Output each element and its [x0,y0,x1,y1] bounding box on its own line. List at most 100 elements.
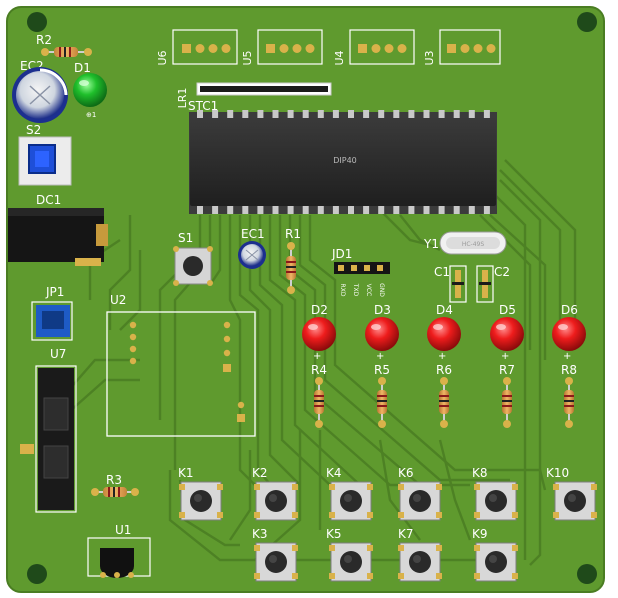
dip40-pin [363,205,370,214]
k6-cap[interactable] [409,490,431,512]
led-d1: D1 ⊕1 [73,61,107,119]
d2-led [302,317,336,351]
stc1-label: STC1 [188,99,218,113]
s1-cap[interactable] [183,256,203,276]
u3-pad [460,44,470,53]
k5-cap[interactable] [340,551,362,573]
resistor-r3: R3 [91,473,139,497]
dip40-pin [257,205,264,214]
led-d2: D2 + [302,303,336,362]
jd1-pin-gnd: GND [378,283,385,297]
u2-outline [106,311,256,437]
c2-label: C2 [494,265,510,279]
mounting-hole [27,564,47,584]
k10-cap[interactable] [564,490,586,512]
k9-cap[interactable] [485,551,507,573]
module-u6: U6 [156,29,238,66]
d6-plus: + [563,351,571,362]
dc1-label: DC1 [36,193,61,207]
s2-label: S2 [26,123,41,137]
u6-label: U6 [156,50,169,65]
mounting-hole [577,564,597,584]
dc1-body [8,208,104,262]
jd1-body [334,262,390,274]
connector-jp1: JP1 [31,285,73,341]
d2-plus: + [313,351,321,362]
button-k3[interactable]: K3 [252,527,298,582]
dip40-pin [438,205,445,214]
button-k7[interactable]: K7 [398,527,442,582]
u1-body [100,548,134,578]
u4-pad [371,44,381,53]
d3-label: D3 [374,303,391,317]
u6-pad [182,44,191,53]
k1-cap[interactable] [190,490,212,512]
u5-pad [305,44,315,53]
k4-label: K4 [326,466,342,480]
dip40-body [190,118,496,206]
button-k9[interactable]: K9 [472,527,518,582]
button-k6[interactable]: K6 [398,466,442,521]
d1-pin-label: ⊕1 [86,111,96,119]
dip40-pin [468,110,475,119]
button-k8[interactable]: K8 [472,466,518,521]
led-d6: D6 + [552,303,586,362]
u4-pad [384,44,394,53]
stc1-mcu: STC1 DIP40 [188,99,497,214]
d6-label: D6 [561,303,578,317]
dip40-pin [393,110,400,119]
transistor-u1: U1 [87,523,151,578]
dip40-pin [423,205,430,214]
jd1-label: JD1 [331,247,352,261]
r7-label: R7 [499,363,515,377]
dip40-pin [197,205,203,214]
r6-label: R6 [436,363,452,377]
dip40-pin [408,205,415,214]
u6-outline [172,29,238,65]
k7-label: K7 [398,527,414,541]
k2-cap[interactable] [265,490,287,512]
u5-pad [292,44,302,53]
lr1-label: LR1 [176,88,189,109]
u3-pad [447,44,456,53]
button-k2[interactable]: K2 [252,466,298,521]
d2-label: D2 [311,303,328,317]
jp1-label: JP1 [45,285,64,299]
u4-outline [349,29,415,65]
dip40-pin [363,110,370,119]
button-k10[interactable]: K10 [546,466,597,521]
crystal-y1: Y1 HC-49S [423,231,507,255]
led-d4: D4+ [427,303,461,362]
k4-cap[interactable] [340,490,362,512]
d4-label: D4 [436,303,453,317]
button-s1[interactable]: S1 [173,231,213,286]
button-k5[interactable]: K5 [326,527,373,582]
r4-label: R4 [311,363,327,377]
resistor-r4: R4 [311,363,327,428]
dip40-pin [242,110,249,119]
resistor-r1: R1 [285,227,301,294]
y1-label: Y1 [423,237,439,251]
d5-plus: + [501,351,509,362]
module-u3: U3 [423,29,501,66]
dip40-pin [227,205,234,214]
button-k4[interactable]: K4 [326,466,373,521]
s1-body[interactable] [174,247,212,285]
dip40-pin [272,205,279,214]
k8-cap[interactable] [485,490,507,512]
k7-cap[interactable] [409,551,431,573]
y1-marking: HC-49S [462,241,485,248]
button-k1[interactable]: K1 [178,466,223,521]
resistor-r2: R2 [36,33,92,57]
jd1-pin-txd: TXD [352,283,359,297]
capacitor-c2: C2 [476,265,510,303]
u4-pad [397,44,407,53]
dip40-pin [332,205,339,214]
dip40-pin [483,110,490,119]
d6-led [552,317,586,351]
module-u4: U4 [333,29,415,66]
dip40-pin [348,205,354,214]
k3-cap[interactable] [265,551,287,573]
